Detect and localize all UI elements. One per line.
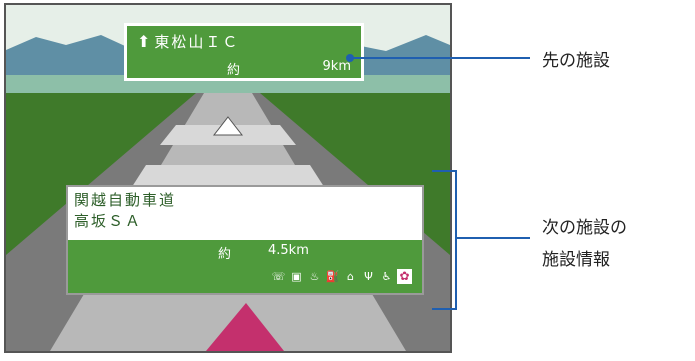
- distance-value: 4.5km: [268, 243, 309, 258]
- shop-icon: ⌂: [347, 269, 354, 283]
- callout-label-next-facility: 先の施設: [542, 51, 610, 71]
- ahead-marker-icon: [212, 116, 244, 136]
- callout-label-facility-info-line2: 施設情報: [542, 250, 610, 270]
- gas-station-icon: ⛽: [325, 269, 340, 283]
- restaurant-icon: Ψ: [364, 269, 373, 283]
- facility-icons: ☏ ▣ ♨ ⛽ ⌂ Ψ ♿ ✿: [271, 268, 412, 284]
- arrow-up-icon: ⬆: [137, 32, 153, 51]
- distance-value: 9km: [322, 59, 351, 74]
- next-facility-sign: ⬆東松山ＩＣ 約 9km: [124, 23, 364, 81]
- information-icon: ▣: [291, 269, 302, 283]
- restroom-icon: ♨: [309, 269, 320, 283]
- approx-label: 約: [218, 247, 232, 262]
- vehicle-position-arrow-icon: [206, 303, 284, 351]
- facility-info-panel: 関越自動車道 高坂ＳＡ 約 4.5km ☏ ▣ ♨ ⛽ ⌂ Ψ ♿ ✿: [66, 185, 424, 295]
- callout-bracket: [432, 170, 457, 310]
- facility-distance-bar: 約 4.5km ☏ ▣ ♨ ⛽ ⌂ Ψ ♿ ✿: [68, 240, 422, 293]
- road-name: 関越自動車道: [74, 191, 177, 209]
- phone-icon: ☏: [271, 269, 286, 283]
- approx-label: 約: [227, 63, 241, 78]
- callout-label-facility-info-line1: 次の施設の: [542, 218, 627, 238]
- next-facility-destination: ⬆東松山ＩＣ: [137, 31, 239, 52]
- navigation-screen: ⬆東松山ＩＣ 約 9km 関越自動車道 高坂ＳＡ 約 4.5km ☏ ▣ ♨ ⛽…: [4, 3, 452, 353]
- destination-label: 東松山ＩＣ: [154, 33, 240, 51]
- accessible-icon: ♿: [381, 269, 392, 283]
- facility-name: 高坂ＳＡ: [74, 212, 143, 230]
- flower-icon: ✿: [397, 268, 412, 284]
